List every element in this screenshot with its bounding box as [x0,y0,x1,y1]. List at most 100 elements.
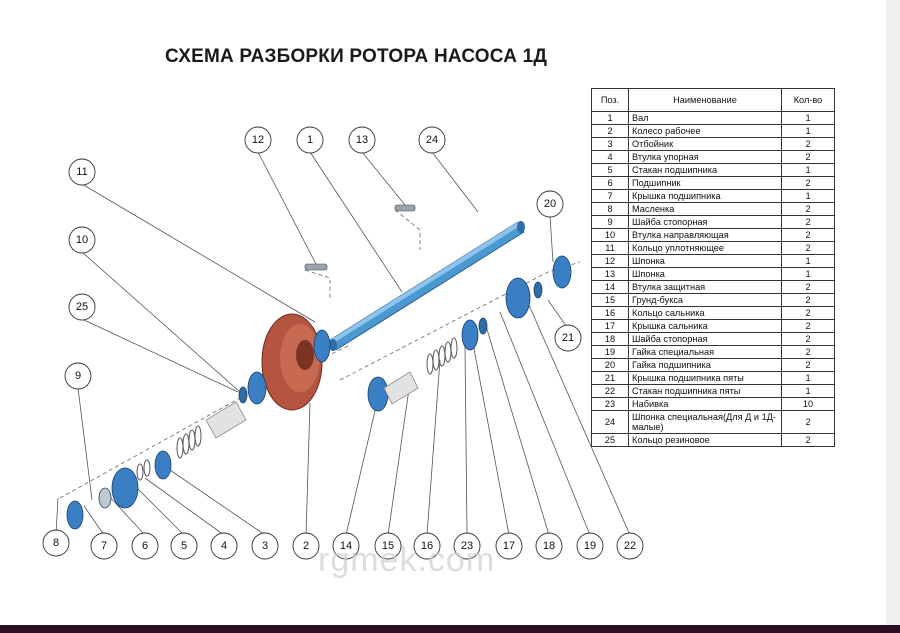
callout-labels: 12 1 13 24 11 20 10 25 21 9 8 7 6 5 4 3 … [53,134,636,552]
cell-name: Кольцо резиновое [628,433,782,447]
cell-name: Вал [628,111,782,125]
cell-qty: 1 [781,267,835,281]
cell-pos: 4 [591,150,629,164]
cell-pos: 20 [591,358,629,372]
keys [304,204,416,271]
cell-qty: 2 [781,150,835,164]
cell-name: Втулка упорная [628,150,782,164]
callout-25: 25 [76,301,88,313]
cell-qty: 2 [781,176,835,190]
cell-name: Шпонка специальная(Для Д и 1Д-малые) [628,410,782,434]
callout-15: 15 [382,540,394,552]
cell-pos: 22 [591,384,629,398]
cell-qty: 1 [781,124,835,138]
callout-10: 10 [76,234,88,246]
callout-23: 23 [461,540,473,552]
callout-4: 4 [221,540,227,552]
cell-qty: 2 [781,319,835,333]
cell-pos: 15 [591,293,629,307]
callout-24: 24 [426,134,438,146]
watermark: rgmek.com [318,541,496,579]
cell-qty: 1 [781,384,835,398]
packing-rings [136,337,458,481]
cell-name: Кольцо сальника [628,306,782,320]
cell-qty: 2 [781,137,835,151]
cell-qty: 2 [781,433,835,447]
cell-pos: 19 [591,345,629,359]
cell-qty: 2 [781,332,835,346]
cell-qty: 2 [781,293,835,307]
cell-name: Стакан подшипника [628,163,782,177]
cell-name: Шайба стопорная [628,332,782,346]
cell-pos: 9 [591,215,629,229]
cell-name: Шпонка [628,254,782,268]
cell-name: Втулка направляющая [628,228,782,242]
cell-qty: 1 [781,254,835,268]
callout-13: 13 [356,134,368,146]
cell-pos: 23 [591,397,629,411]
cell-qty: 2 [781,306,835,320]
cell-pos: 14 [591,280,629,294]
callout-12: 12 [252,134,264,146]
cell-name: Отбойник [628,137,782,151]
callout-5: 5 [181,540,187,552]
cell-pos: 11 [591,241,629,255]
parts-table-header: Поз. Наименование Кол-во [591,88,835,112]
cell-name: Набивка [628,397,782,411]
callout-18: 18 [543,540,555,552]
callout-9: 9 [75,370,81,382]
callout-21: 21 [562,332,574,344]
cell-qty: 2 [781,241,835,255]
callout-19: 19 [584,540,596,552]
shaft [329,221,525,351]
callout-6: 6 [142,540,148,552]
cell-qty: 2 [781,215,835,229]
cell-qty: 2 [781,280,835,294]
cell-name: Шайба стопорная [628,215,782,229]
cell-name: Крышка подшипника [628,189,782,203]
cell-pos: 13 [591,267,629,281]
callout-16: 16 [421,540,433,552]
cell-qty: 10 [781,397,835,411]
callout-14: 14 [340,540,352,552]
cell-pos: 18 [591,332,629,346]
cell-name: Подшипник [628,176,782,190]
callout-3: 3 [262,540,268,552]
cell-pos: 8 [591,202,629,216]
cell-pos: 7 [591,189,629,203]
callout-22: 22 [624,540,636,552]
cell-qty: 2 [781,410,835,434]
leader-lines [55,151,631,536]
impeller [261,313,323,411]
cell-qty: 2 [781,345,835,359]
cell-qty: 2 [781,202,835,216]
callout-11: 11 [76,166,87,178]
cell-name: Крышка сальника [628,319,782,333]
header-name: Наименование [628,88,782,112]
bottom-strip [0,625,900,633]
